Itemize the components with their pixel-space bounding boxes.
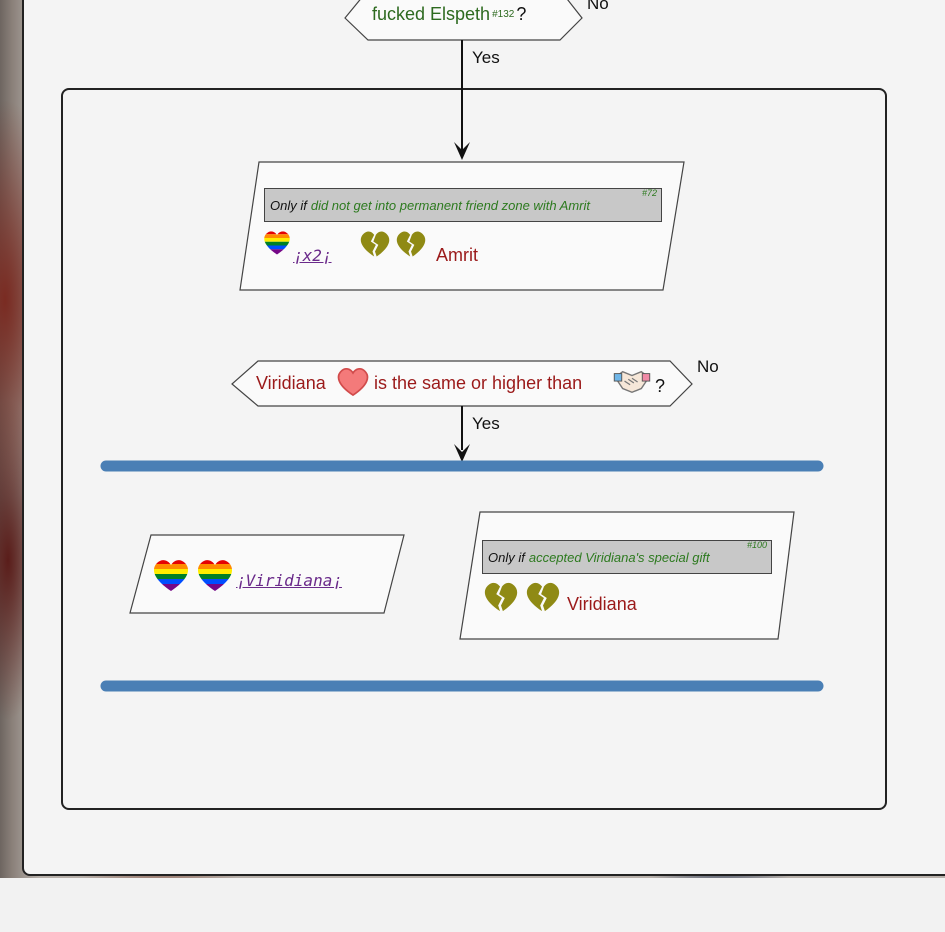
decision-viridiana-no-label: No <box>697 357 719 376</box>
amrit-multiplier-link[interactable]: ¡x2¡ <box>293 246 332 265</box>
viridiana-love-row: ¡Viridiana¡ <box>236 571 342 590</box>
amrit-multiplier-row: ¡x2¡ <box>293 246 332 265</box>
page-footer-area <box>0 878 945 932</box>
amrit-character-name: Amrit <box>436 245 478 265</box>
decision-viridiana-text: is the same or higher than <box>374 373 582 394</box>
decision-top-no-label: No <box>587 0 609 13</box>
condition-ref: #72 <box>641 188 657 198</box>
condition-box-viridiana: Only if accepted Viridiana's special gif… <box>482 540 772 574</box>
decision-top-suffix: ? <box>516 4 527 24</box>
condition-text: accepted Viridiana's special gift <box>528 549 710 565</box>
decision-top-text: fucked Elspeth #132 ? <box>372 4 526 25</box>
node-viridiana-gift-shape <box>459 511 795 640</box>
node-viridiana-love-shape <box>129 534 405 614</box>
amrit-character-row: Amrit <box>430 245 478 266</box>
condition-ref: #100 <box>746 540 767 550</box>
condition-keyword: Only if <box>270 197 307 213</box>
decision-top-label: fucked Elspeth <box>372 4 491 24</box>
decision-top-yes-label: Yes <box>472 48 500 67</box>
decision-viridiana-condition: is the same or higher than <box>374 373 583 393</box>
viridiana-love-link[interactable]: ¡Viridiana¡ <box>236 571 342 590</box>
viridiana-gift-character-name: Viridiana <box>567 594 637 614</box>
condition-box-amrit: Only if did not get into permanent frien… <box>264 188 662 222</box>
node-amrit-shape <box>239 161 685 291</box>
condition-text: did not get into permanent friend zone w… <box>310 197 591 213</box>
decision-viridiana-suffix: ? <box>655 376 666 396</box>
decision-top-shape <box>344 0 583 41</box>
viridiana-gift-character-row: Viridiana <box>561 594 637 615</box>
decision-viridiana-yes-label: Yes <box>472 414 500 433</box>
decision-top-ref: #132 <box>492 9 515 20</box>
decision-viridiana-name: Viridiana <box>256 373 326 394</box>
condition-keyword: Only if <box>488 549 525 565</box>
decision-viridiana-character: Viridiana <box>256 373 326 393</box>
